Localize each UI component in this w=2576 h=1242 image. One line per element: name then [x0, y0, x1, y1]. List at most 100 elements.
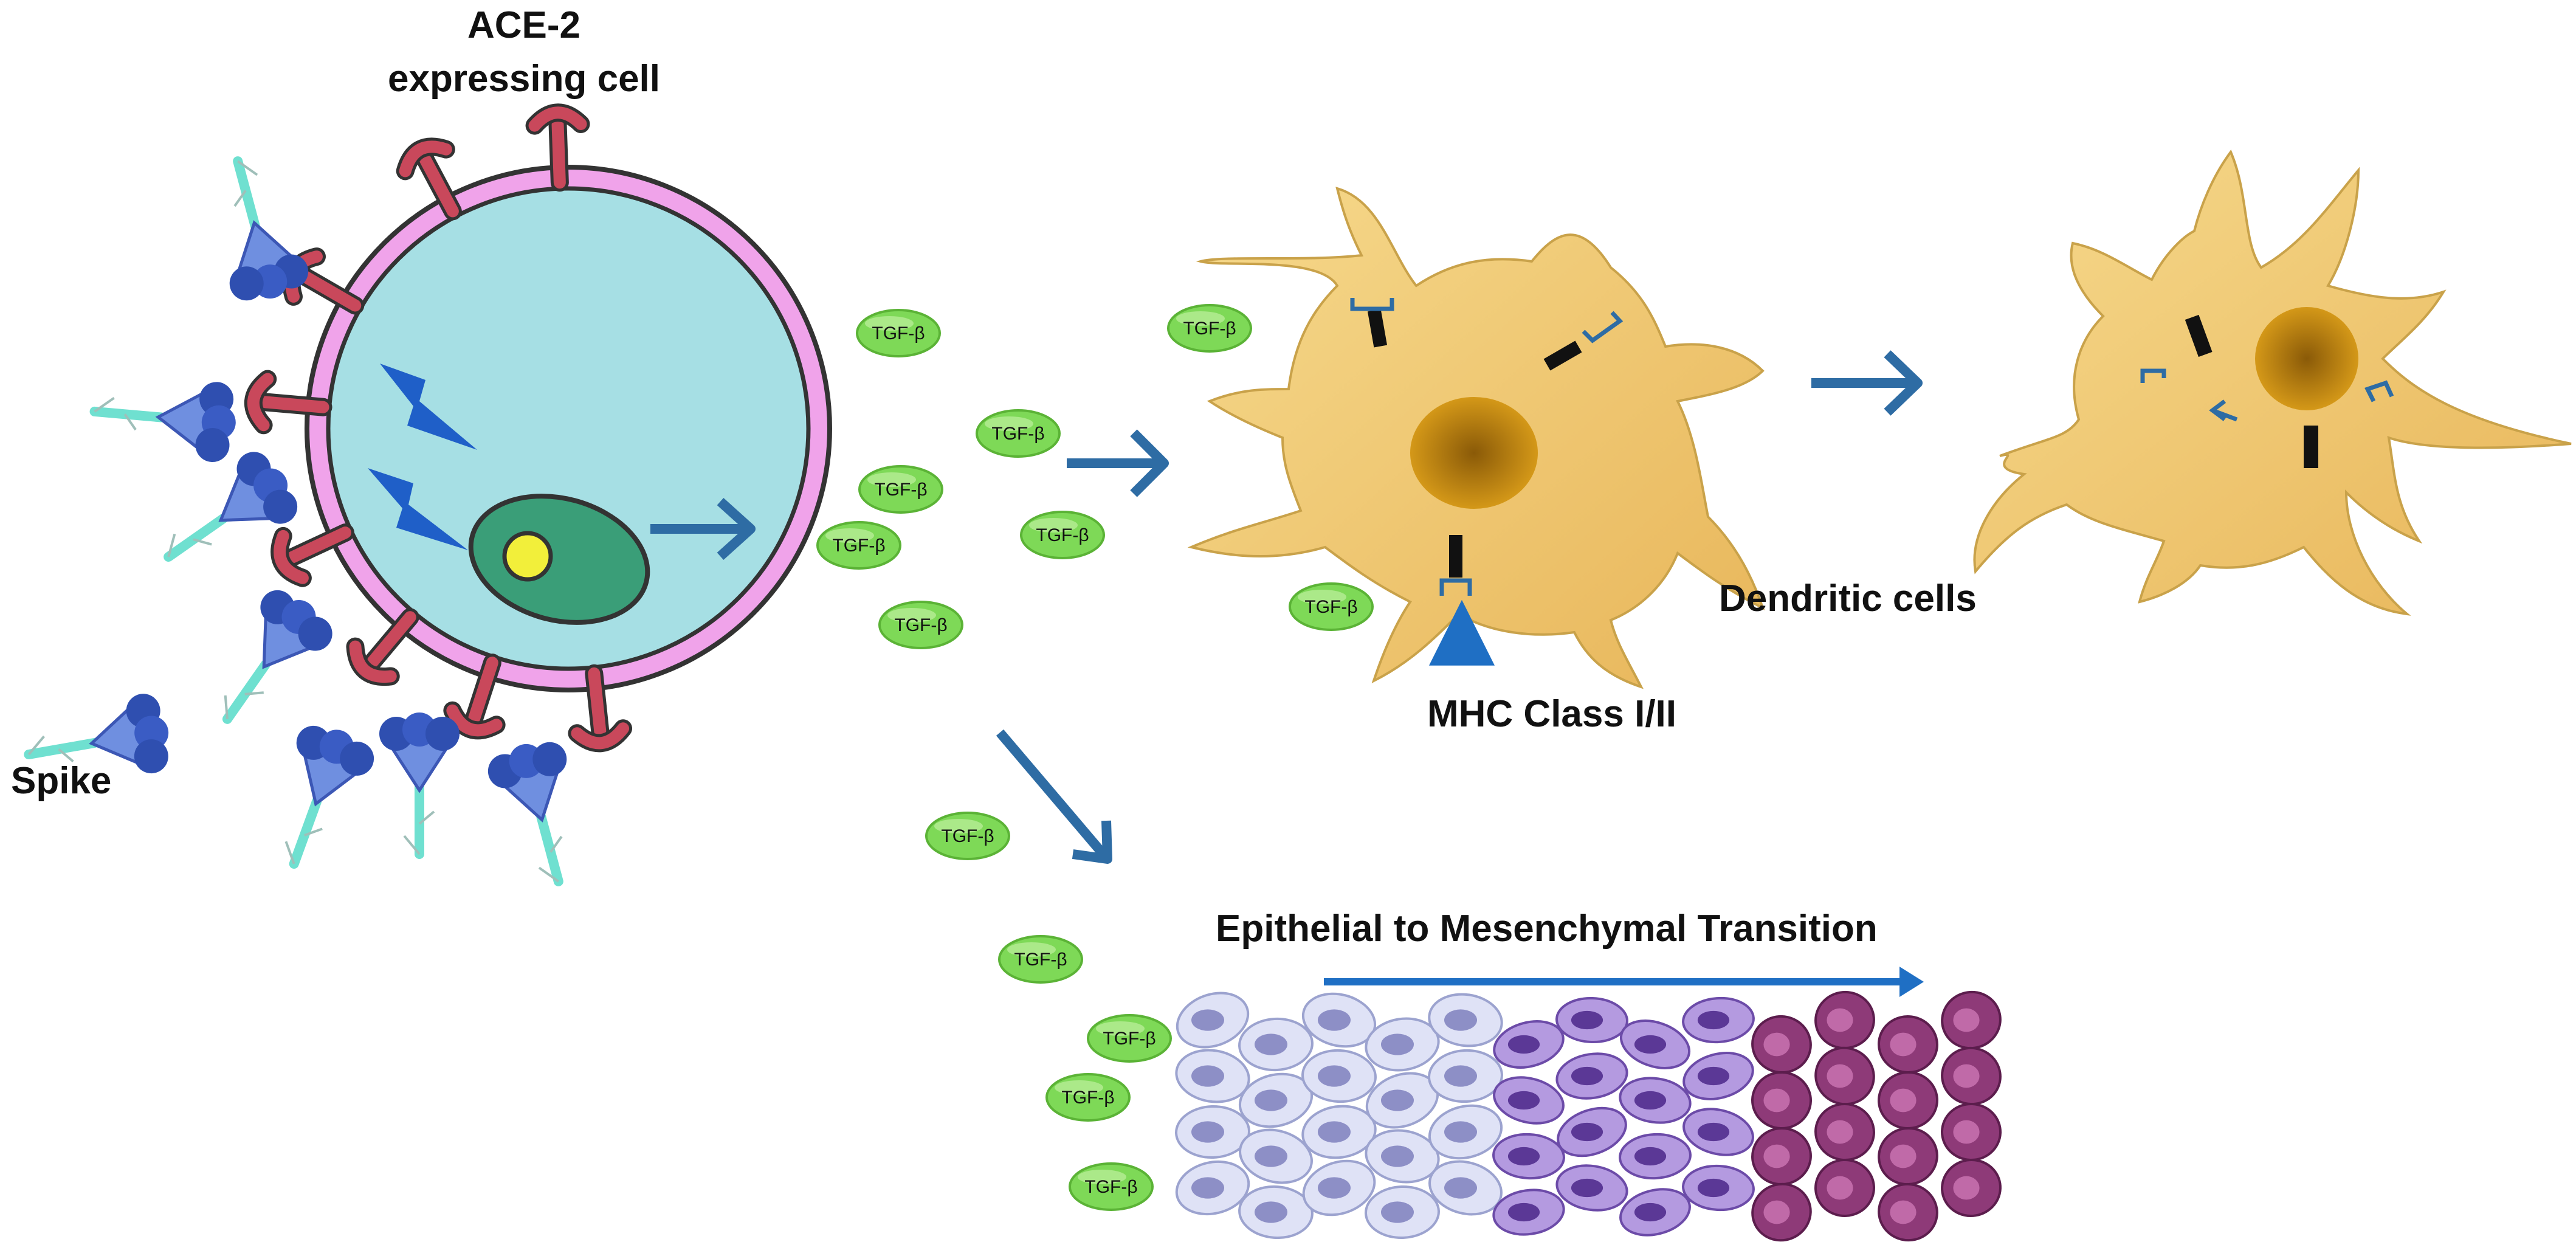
emt-cell	[1428, 1049, 1503, 1103]
emt-cell	[1301, 1049, 1377, 1103]
emt-cell	[1175, 1160, 1250, 1216]
tgf-beta-particle: TGF-β	[878, 601, 963, 649]
emt-cell	[1365, 1017, 1440, 1072]
emt-cell	[1238, 1185, 1314, 1240]
emt-cell	[1365, 1072, 1439, 1129]
spike-label: Spike	[11, 760, 111, 802]
dendritic-nucleus	[1410, 397, 1538, 509]
spike-protein	[222, 590, 332, 724]
emt-cell	[1555, 996, 1628, 1044]
spike-protein	[284, 725, 374, 869]
spike-protein	[24, 694, 169, 774]
spike-protein	[379, 712, 460, 859]
mhc-molecule	[1449, 535, 1462, 578]
emt-cell	[1682, 996, 1755, 1044]
emt-cell	[1301, 1105, 1377, 1159]
tgf-beta-particle: TGF-β	[1045, 1073, 1131, 1122]
emt-cell	[1878, 1015, 1938, 1074]
emt-cell	[1941, 1046, 2002, 1106]
tgf-beta-particle: TGF-β	[1167, 304, 1252, 353]
spike-protein	[89, 382, 236, 463]
tgf-beta-particle: TGF-β	[856, 309, 941, 357]
emt-cell	[1176, 992, 1250, 1049]
ace2-receptors	[244, 103, 633, 753]
emt-cell	[1751, 1126, 1812, 1186]
emt-cell	[1682, 1052, 1754, 1100]
emt-cell	[1175, 1049, 1250, 1103]
emt-cell	[1175, 1105, 1250, 1159]
tgf-beta-label: TGF-β	[1183, 319, 1236, 339]
nucleus-arrow	[650, 498, 756, 560]
mhc-receptor	[1439, 578, 1472, 596]
tgf-beta-label: TGF-β	[1084, 1177, 1137, 1197]
emt-cell	[1682, 1164, 1755, 1212]
mhc-molecule	[2185, 314, 2213, 357]
ace2-receptor	[270, 523, 354, 587]
tgf-beta-label: TGF-β	[872, 323, 925, 343]
mhc-receptor-internalized	[2140, 368, 2166, 383]
spike-protein	[229, 156, 309, 301]
emt-cell	[1493, 1020, 1565, 1069]
arrow-dendritic-maturation	[1811, 350, 1923, 416]
emt-cell	[1555, 1052, 1628, 1100]
emt-cell	[1555, 1164, 1628, 1212]
mhc-molecule	[1543, 340, 1582, 371]
emt-cell	[1941, 990, 2002, 1050]
emt-cell	[1814, 1158, 1875, 1218]
ace2-label-line2: expressing cell	[388, 58, 660, 100]
cell-nucleus	[468, 494, 650, 625]
mhc-receptor-internalized	[2364, 380, 2394, 402]
emt-cell	[1239, 1128, 1313, 1184]
mhc-molecule	[1367, 309, 1388, 348]
emt-cell	[1428, 993, 1503, 1047]
tgf-beta-label: TGF-β	[1103, 1029, 1155, 1049]
emt-cell	[1814, 1046, 1875, 1106]
lightning-icon	[368, 468, 468, 550]
mhc-receptor	[1350, 298, 1394, 311]
dendritic-cell-immature	[1187, 187, 1765, 689]
mhc-molecule	[2304, 426, 2318, 468]
tgf-beta-label: TGF-β	[894, 615, 947, 635]
tgf-beta-label: TGF-β	[1061, 1088, 1114, 1108]
emt-cell-field	[1175, 990, 2012, 1242]
tgf-beta-label: TGF-β	[1014, 950, 1067, 970]
tgf-beta-particle: TGF-β	[998, 935, 1083, 984]
tgf-beta-particle: TGF-β	[976, 409, 1061, 458]
tgf-beta-label: TGF-β	[991, 424, 1044, 444]
emt-cell	[1238, 1017, 1314, 1072]
ace2-receptor	[443, 654, 506, 740]
emt-cell	[1878, 1182, 1938, 1242]
emt-cell	[1619, 1133, 1692, 1180]
emt-label: Epithelial to Mesenchymal Transition	[1216, 908, 1878, 950]
ace2-receptor	[346, 608, 419, 686]
ace2-receptor	[525, 103, 590, 192]
tgf-beta-particle: TGF-β	[1069, 1162, 1154, 1211]
emt-cell	[1814, 1102, 1875, 1162]
emt-cell	[1751, 1015, 1812, 1074]
emt-cell	[1878, 1126, 1938, 1186]
emt-cell	[1814, 990, 1875, 1050]
mhc-label: MHC Class I/II	[1427, 693, 1676, 735]
dendritic-label: Dendritic cells	[1719, 578, 1977, 619]
emt-cell	[1941, 1102, 2002, 1162]
emt-cell	[1619, 1019, 1691, 1069]
tgf-beta-label: TGF-β	[1304, 597, 1357, 617]
spike-protein	[164, 452, 298, 562]
mhc-receptor	[1582, 311, 1624, 343]
emt-cell	[1751, 1071, 1812, 1130]
spike-proteins	[24, 156, 567, 886]
emt-cell	[1492, 1189, 1565, 1236]
ace2-receptor	[244, 370, 332, 435]
tgf-beta-label: TGF-β	[941, 826, 994, 846]
tgf-beta-label: TGF-β	[832, 536, 885, 556]
emt-cell	[1365, 1129, 1440, 1184]
tgf-beta-particle: TGF-β	[925, 812, 1010, 860]
emt-cell	[1619, 1077, 1692, 1124]
tgf-beta-label: TGF-β	[874, 480, 927, 500]
nucleolus	[502, 531, 553, 582]
emt-cell	[1682, 1108, 1754, 1156]
emt-cell	[1428, 1104, 1503, 1160]
tgf-beta-label: TGF-β	[1036, 525, 1089, 545]
tgf-beta-particle: TGF-β	[1020, 511, 1105, 559]
